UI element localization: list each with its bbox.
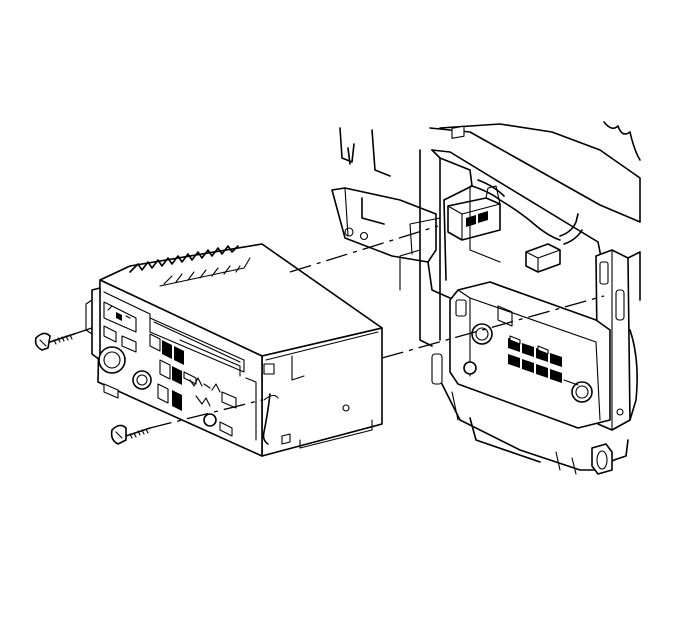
- alignment-lines: [73, 225, 605, 429]
- wiring-connector: [447, 125, 501, 241]
- heat-sink-fins: [129, 245, 251, 287]
- preset-buttons: [149, 333, 197, 411]
- climate-control-panel: [431, 281, 611, 429]
- mounting-screw-upper: [34, 332, 75, 351]
- volume-knob-icon: [98, 346, 126, 374]
- instrument-panel-carrier: [331, 121, 641, 475]
- knob-icon: [471, 323, 493, 345]
- radio-receiver: [85, 243, 383, 457]
- hvac-buttons: [508, 335, 562, 383]
- mounting-screw-lower: [110, 424, 151, 445]
